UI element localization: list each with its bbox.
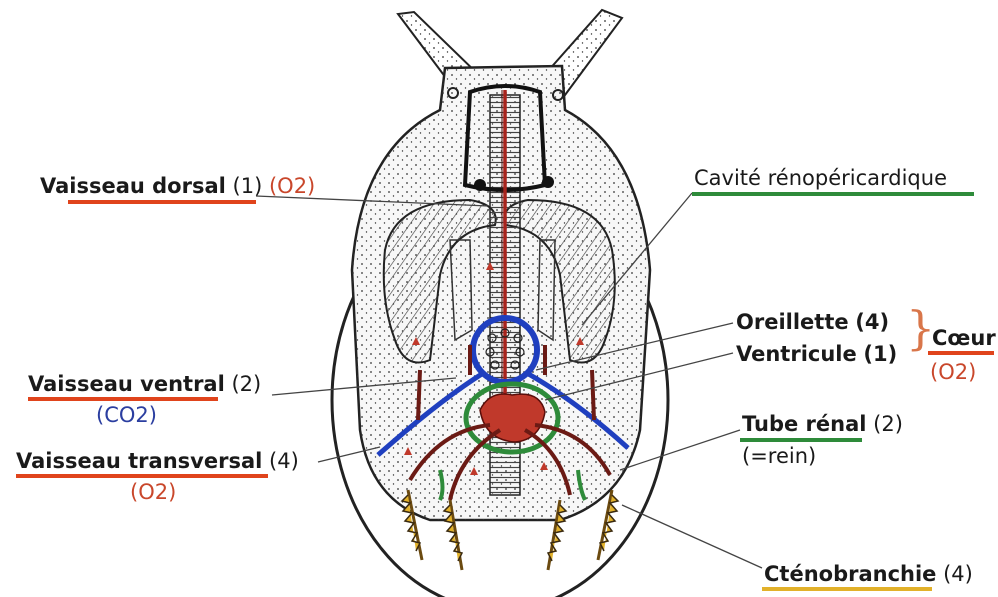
underline-vaisseau-ventral [28, 397, 218, 401]
vaisseau-dorsal-name: Vaisseau dorsal [40, 174, 226, 198]
label-ventricule: Ventricule (1) [736, 342, 897, 366]
coeur-gas: (O2) [930, 360, 976, 384]
label-ctenobranchie: Cténobranchie (4) [764, 562, 973, 586]
vaisseau-dorsal-number: (1) [233, 174, 263, 198]
ctenobranchie-number: (4) [943, 562, 973, 586]
vaisseau-transversal-name: Vaisseau transversal [16, 449, 262, 473]
underline-vaisseau-dorsal [68, 200, 256, 204]
label-tube-renal: Tube rénal (2) [742, 412, 903, 436]
label-cavite: Cavité rénopéricardique [694, 166, 947, 190]
underline-cavite [692, 192, 974, 196]
tube-renal-name: Tube rénal [742, 412, 866, 436]
heart-brace: } [906, 305, 935, 351]
ctenobranchie-name: Cténobranchie [764, 562, 936, 586]
vaisseau-transversal-number: (4) [269, 449, 299, 473]
label-coeur: Cœur [932, 326, 996, 350]
underline-coeur [928, 351, 994, 355]
cavite-name: Cavité rénopéricardique [694, 166, 947, 190]
coeur-name: Cœur [932, 326, 996, 350]
label-vaisseau-transversal: Vaisseau transversal (4) [16, 449, 299, 473]
label-vaisseau-dorsal: Vaisseau dorsal (1) (O2) [40, 174, 315, 198]
vaisseau-ventral-gas: (CO2) [96, 403, 157, 427]
oreillette-number: (4) [855, 310, 889, 334]
label-vaisseau-ventral: Vaisseau ventral (2) [28, 372, 261, 396]
vaisseau-transversal-gas: (O2) [130, 480, 176, 504]
vaisseau-dorsal-gas: (O2) [269, 174, 315, 198]
oreillette-name: Oreillette [736, 310, 849, 334]
vaisseau-ventral-number: (2) [231, 372, 261, 396]
underline-vaisseau-transversal [16, 474, 268, 478]
underline-tube-renal [740, 438, 862, 442]
underline-ctenobranchie [762, 587, 932, 591]
tube-renal-note: (=rein) [742, 444, 816, 468]
ventricule-number: (1) [863, 342, 897, 366]
ventricule-name: Ventricule [736, 342, 857, 366]
tube-renal-number: (2) [873, 412, 903, 436]
label-oreillette: Oreillette (4) [736, 310, 889, 334]
vaisseau-ventral-name: Vaisseau ventral [28, 372, 225, 396]
